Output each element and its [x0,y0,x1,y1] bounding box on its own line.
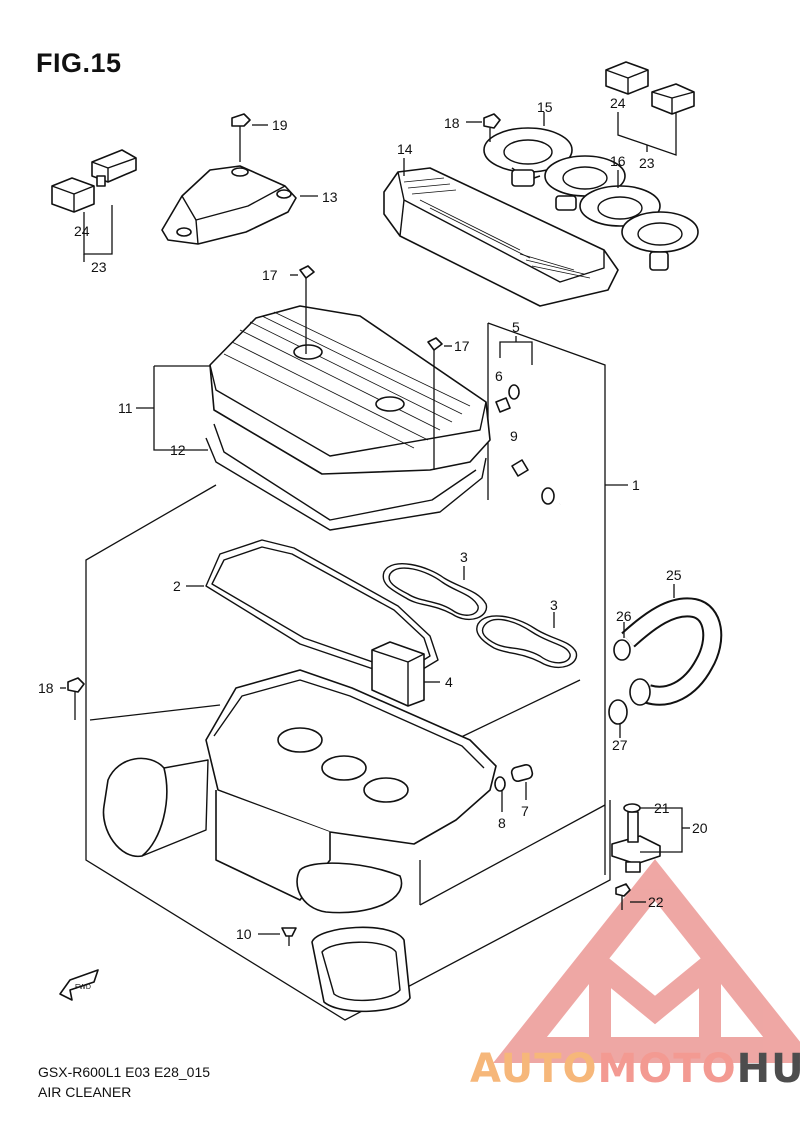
part-15-velocity-funnels [483,127,626,211]
callout-24-right: 24 [610,95,626,111]
part-4-sponge [371,641,425,707]
watermark-brand-text: AUTOMOTOHUB [470,1046,800,1092]
callout-27: 27 [612,737,628,753]
part-8-clip [494,776,506,792]
part-6-clip [495,397,511,413]
part-25-drain-hose [621,597,723,706]
callout-11: 11 [118,400,133,416]
part-7-pipe [510,763,534,783]
part-21-o-ring [623,803,641,813]
fwd-arrow-icon: FWD [59,969,99,1001]
svg-text:FWD: FWD [75,984,91,991]
callout-3-left: 3 [460,549,468,565]
callout-10: 10 [236,926,252,942]
part-3-seals [382,563,578,668]
part-18-screw-upper [483,113,501,142]
part-2-case-seal [205,539,439,673]
callout-9: 9 [510,428,518,444]
callout-18-lower: 18 [38,680,54,696]
callout-16: 16 [610,153,626,169]
callout-7: 7 [521,803,529,819]
part-9-clip [511,459,529,477]
part-10-rivet [281,927,297,946]
callout-20: 20 [692,820,708,836]
part-22-screw [615,883,631,910]
part-18-screw-lower [67,677,85,720]
callout-8: 8 [498,815,506,831]
part-20-drain-valve [611,811,661,873]
callout-17-right: 17 [454,338,470,354]
section-name: AIR CLEANER [38,1084,132,1100]
callout-14: 14 [397,141,413,157]
part-13-bracket [161,165,297,245]
callout-24-left: 24 [74,223,90,239]
part-17-screws [299,265,443,470]
part-11-air-cleaner-cap [209,305,491,475]
callout-23-right: 23 [639,155,655,171]
callout-3-right: 3 [550,597,558,613]
figure-title: FIG.15 [36,48,122,78]
lower-air-cleaner-case [102,669,497,1013]
callout-6: 6 [495,368,503,384]
callout-12: 12 [170,442,186,458]
part-5-breather-hose [508,380,580,510]
part-27-clamp [608,699,628,725]
callout-4: 4 [445,674,453,690]
callout-26: 26 [616,608,632,624]
callout-15: 15 [537,99,553,115]
callout-19: 19 [272,117,288,133]
callout-21: 21 [654,800,670,816]
callout-1: 1 [632,477,640,493]
part-23-sensor-right [651,83,695,115]
part-19-screw [231,113,251,162]
part-12-cap-gasket [205,423,487,531]
callout-23-left: 23 [91,259,107,275]
callout-18-upper: 18 [444,115,460,131]
part-24-connector-left [51,177,95,213]
callout-17-upper: 17 [262,267,278,283]
callout-25: 25 [666,567,682,583]
part-14-air-filter-element [383,167,619,307]
model-code: GSX-R600L1 E03 E28_015 [38,1064,211,1080]
part-26-clamp [613,639,631,661]
part-23-sensor-left [91,149,137,187]
callout-5: 5 [512,319,520,335]
part-16-velocity-funnels [579,185,699,271]
part-24-connector-right [605,61,649,95]
callout-2: 2 [173,578,181,594]
callout-13: 13 [322,189,338,205]
watermark-logo [493,859,800,1063]
callout-labels: 19 13 24 23 18 15 14 24 16 23 17 17 5 6 … [38,95,708,942]
callout-22: 22 [648,894,664,910]
